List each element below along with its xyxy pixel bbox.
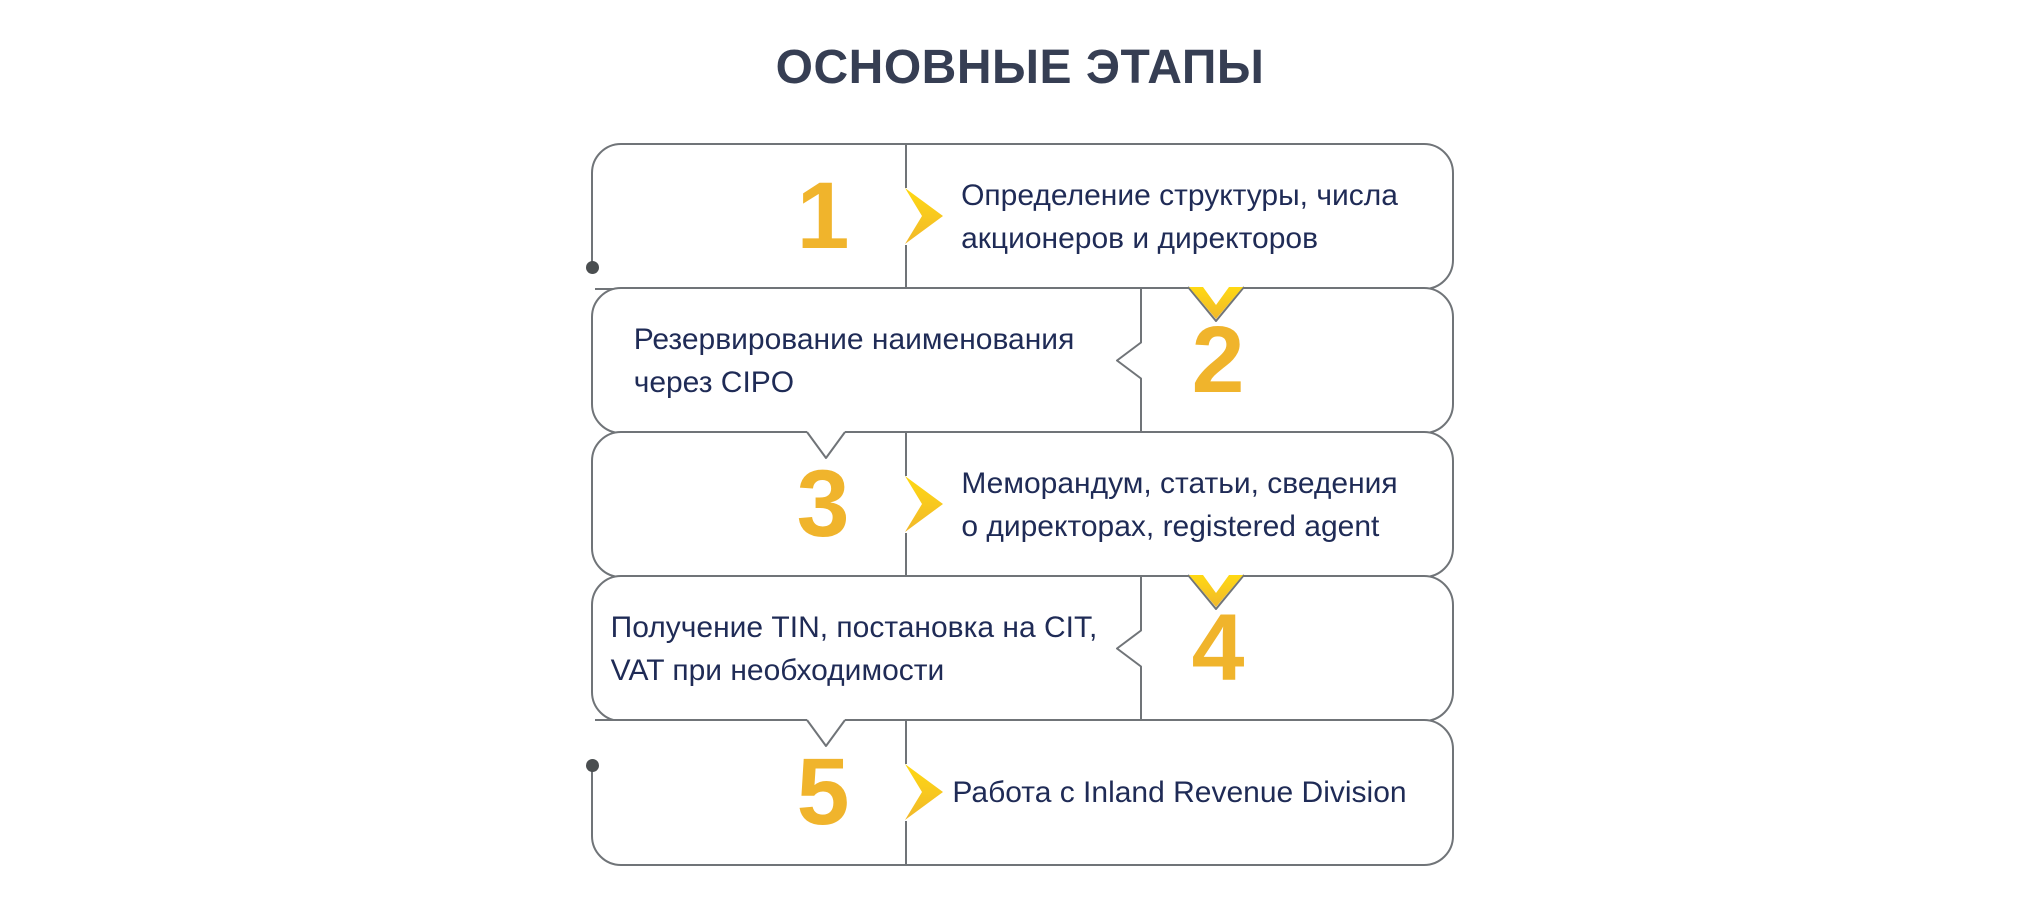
step-3-box: 3 Меморандум, статьи, сведения о директо… xyxy=(591,431,1454,578)
step-2-number: 2 xyxy=(1191,307,1245,413)
step-3-text: Меморандум, статьи, сведения о директора… xyxy=(961,466,1398,543)
chevron-down-icon xyxy=(1187,286,1245,322)
chevron-down-icon xyxy=(1187,574,1245,610)
notch-down-icon xyxy=(806,718,846,747)
step-5-divider xyxy=(905,821,907,864)
step-4-text: Получение TIN, постановка на CIT, VAT пр… xyxy=(610,610,1098,687)
step-5-number: 5 xyxy=(796,739,850,845)
border-gap xyxy=(584,266,595,293)
step-2-divider-notch xyxy=(1116,289,1142,432)
step-2-box: 2 Резервирование наименования через CIPO xyxy=(591,287,1454,434)
step-5-box: 5 Работа с Inland Revenue Division xyxy=(591,719,1454,866)
step-3-divider xyxy=(905,433,907,476)
step-4-divider-notch xyxy=(1116,577,1142,720)
step-4-number: 4 xyxy=(1191,595,1245,701)
step-1-text: Определение структуры, числа акционеров … xyxy=(961,178,1398,255)
timeline-start-dot xyxy=(586,261,599,274)
border-gap xyxy=(584,716,595,767)
step-1-box: 1 Определение структуры, числа акционеро… xyxy=(591,143,1454,290)
step-3-number: 3 xyxy=(796,451,850,557)
chevron-right-icon xyxy=(905,188,943,244)
notch-down-icon xyxy=(806,430,846,459)
step-1-divider xyxy=(905,245,907,288)
step-1-number: 1 xyxy=(796,163,850,269)
step-2-text: Резервирование наименования через CIPO xyxy=(633,322,1075,399)
step-4-box: 4 Получение TIN, постановка на CIT, VAT … xyxy=(591,575,1454,722)
step-1-divider xyxy=(905,145,907,188)
chevron-right-icon xyxy=(905,476,943,532)
page-title: ОСНОВНЫЕ ЭТАПЫ xyxy=(775,41,1265,94)
step-5-divider xyxy=(905,721,907,764)
timeline-end-dot xyxy=(586,759,599,772)
chevron-right-icon xyxy=(905,764,943,820)
step-5-text: Работа с Inland Revenue Division xyxy=(952,776,1407,809)
step-3-divider xyxy=(905,533,907,576)
